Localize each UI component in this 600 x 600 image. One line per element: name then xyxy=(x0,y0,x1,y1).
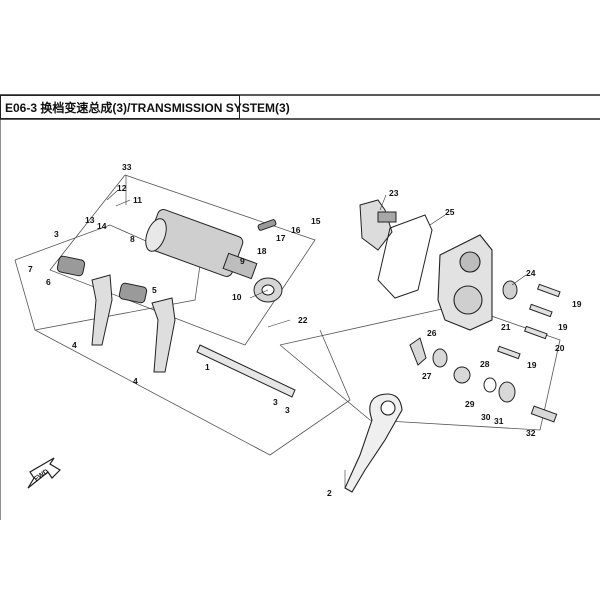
cover-housing xyxy=(437,234,493,331)
bolts xyxy=(496,283,561,360)
callout-5: 5 xyxy=(152,285,157,295)
callout-27: 27 xyxy=(422,371,432,381)
callout-14: 14 xyxy=(97,221,107,231)
callout-10: 10 xyxy=(232,292,242,302)
callout-32: 32 xyxy=(526,428,536,438)
callout-19-low: 19 xyxy=(527,360,537,370)
callout-31: 31 xyxy=(494,416,504,426)
shift-arm xyxy=(344,393,403,493)
callout-15: 15 xyxy=(311,216,321,226)
callout-7: 7 xyxy=(28,264,33,274)
callout-18: 18 xyxy=(257,246,267,256)
callout-labels: 33 12 11 13 14 8 9 18 17 16 15 10 3 7 6 … xyxy=(28,162,582,498)
callout-21: 21 xyxy=(501,322,511,332)
callout-3-top: 3 xyxy=(54,229,59,239)
small-parts xyxy=(409,337,558,423)
callout-28: 28 xyxy=(480,359,490,369)
shift-drum xyxy=(145,209,258,280)
fwd-arrow-icon xyxy=(27,457,61,489)
callout-3-bottom: 3 xyxy=(285,405,290,415)
leader-lines xyxy=(106,175,527,488)
callout-16: 16 xyxy=(291,225,301,235)
callout-29: 29 xyxy=(465,399,475,409)
callout-22: 22 xyxy=(298,315,308,325)
diagram-title: E06-3 换档变速总成(3)/TRANSMISSION SYSTEM(3) xyxy=(0,95,290,119)
callout-1: 1 xyxy=(205,362,210,372)
callout-11: 11 xyxy=(133,195,142,205)
callout-30: 30 xyxy=(481,412,491,422)
spring-parts xyxy=(56,219,277,304)
callout-26: 26 xyxy=(427,328,437,338)
callout-17: 17 xyxy=(276,233,286,243)
shift-forks xyxy=(91,274,176,373)
fork-shaft xyxy=(196,344,296,398)
callout-19-top: 19 xyxy=(572,299,582,309)
callout-4-left: 4 xyxy=(72,340,77,350)
seal-part-24 xyxy=(502,280,518,300)
gasket-part-25 xyxy=(377,214,433,299)
callout-13: 13 xyxy=(85,215,95,225)
gear-part-23 xyxy=(359,199,397,251)
callout-3-lower: 3 xyxy=(273,397,278,407)
callout-2: 2 xyxy=(327,488,332,498)
callout-25: 25 xyxy=(445,207,455,217)
callout-23: 23 xyxy=(389,188,399,198)
callout-24: 24 xyxy=(526,268,536,278)
callout-6: 6 xyxy=(46,277,51,287)
callout-20: 20 xyxy=(555,343,565,353)
callout-8: 8 xyxy=(130,234,135,244)
callout-33: 33 xyxy=(122,162,132,172)
callout-19-mid: 19 xyxy=(558,322,568,332)
group-outlines xyxy=(14,174,561,456)
frame xyxy=(0,94,600,520)
callout-9: 9 xyxy=(240,256,245,266)
callout-4-mid: 4 xyxy=(133,376,138,386)
callout-12: 12 xyxy=(117,183,127,193)
